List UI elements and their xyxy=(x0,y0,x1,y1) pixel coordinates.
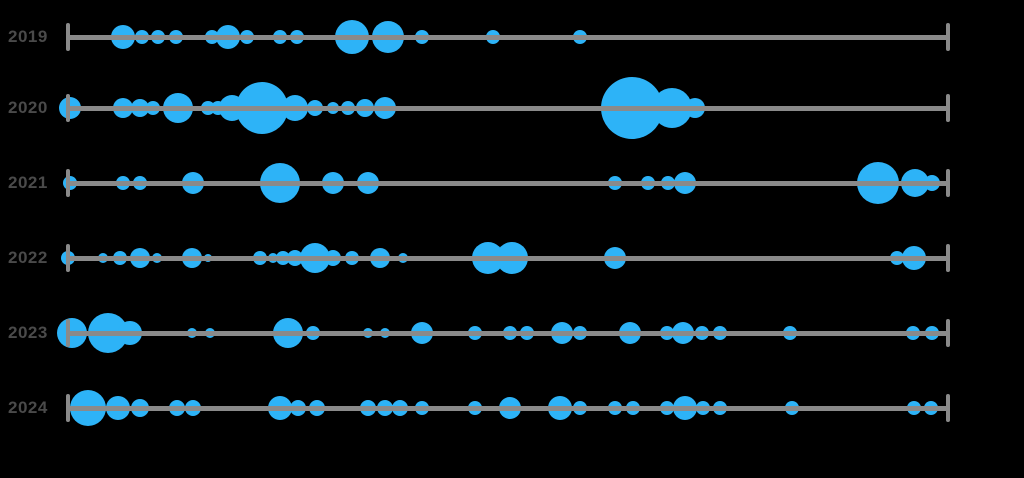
axis-line xyxy=(68,181,948,186)
axis-end-cap xyxy=(946,94,950,122)
axis-line xyxy=(68,331,948,336)
row-label-year: 2021 xyxy=(8,173,48,192)
row-label-year: 2022 xyxy=(8,248,48,267)
axis-end-cap xyxy=(946,169,950,197)
axis-line xyxy=(68,256,948,261)
row-label-year: 2020 xyxy=(8,98,48,117)
axis-start-cap xyxy=(66,23,70,51)
axis-start-cap xyxy=(66,319,70,347)
axis-end-cap xyxy=(946,23,950,51)
axis-end-cap xyxy=(946,319,950,347)
axis-line xyxy=(68,406,948,411)
axis-start-cap xyxy=(66,169,70,197)
axis-start-cap xyxy=(66,94,70,122)
axis-end-cap xyxy=(946,394,950,422)
axis-start-cap xyxy=(66,244,70,272)
row-label-year: 2019 xyxy=(8,27,48,46)
axis-start-cap xyxy=(66,394,70,422)
axis-line xyxy=(68,35,948,40)
row-label-year: 2024 xyxy=(8,398,48,417)
axis-line xyxy=(68,106,948,111)
row-label-year: 2023 xyxy=(8,323,48,342)
axis-end-cap xyxy=(946,244,950,272)
